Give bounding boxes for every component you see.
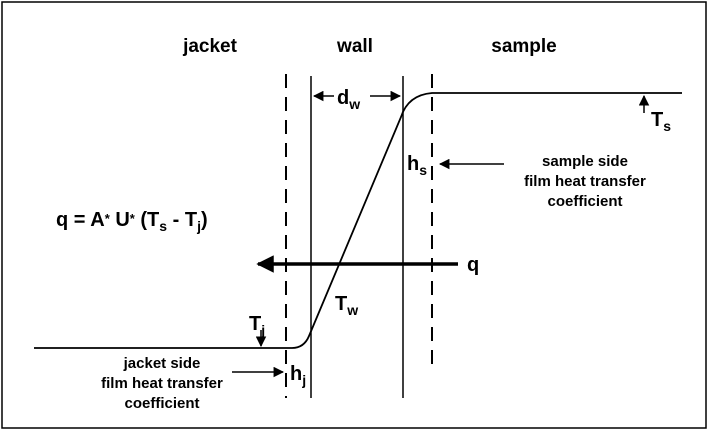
jacket-side-note-line-2: film heat transfer: [101, 375, 223, 392]
temperature-profile-curve: [34, 92, 682, 349]
heat-flow-label: q: [467, 254, 479, 276]
sample-film-coefficient-label: hs: [407, 153, 427, 178]
wall-temperature-label: Tw: [335, 293, 358, 318]
region-label-wall: wall: [336, 36, 373, 57]
sample-side-note-line-2: film heat transfer: [524, 173, 646, 190]
jacket-film-coefficient-label: hj: [290, 363, 306, 388]
dw-label-background: [334, 84, 370, 108]
jacket-side-note-line-3: coefficient: [124, 395, 199, 412]
jacket-temperature-label: Tj: [249, 313, 265, 338]
sample-side-note-line-3: coefficient: [547, 193, 622, 210]
sample-side-note-line-1: sample side: [542, 153, 628, 170]
region-label-sample: sample: [491, 36, 556, 57]
sample-temperature-label: Ts: [651, 109, 671, 134]
heat-flux-equation: q = A* U* (Ts - Tj): [56, 209, 208, 234]
wall-thickness-label: dw: [337, 87, 360, 112]
jacket-side-note-line-1: jacket side: [123, 355, 201, 372]
region-label-jacket: jacket: [182, 36, 238, 57]
